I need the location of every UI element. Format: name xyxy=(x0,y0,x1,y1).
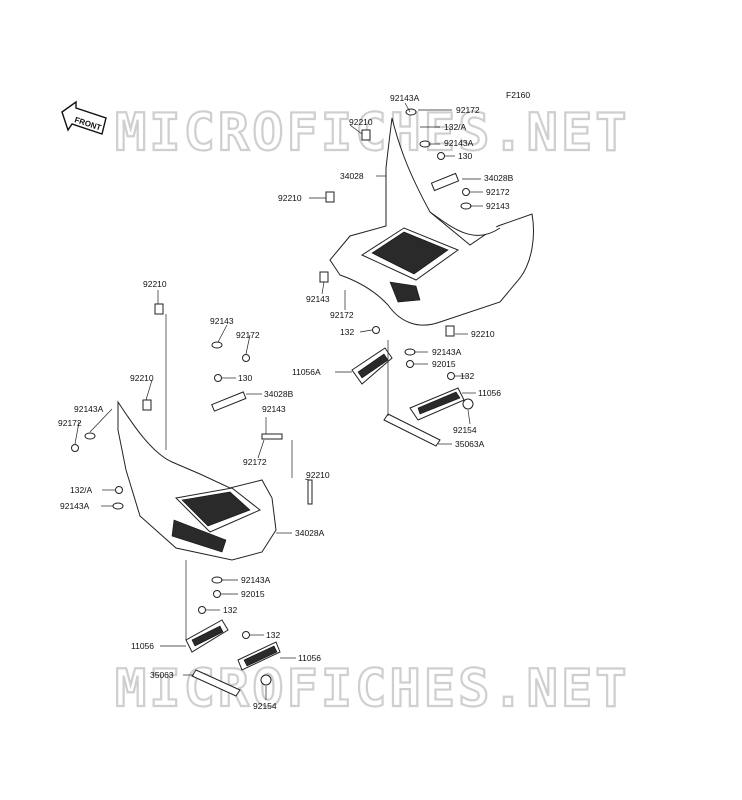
label-l-92143: 92143 xyxy=(210,316,234,326)
label-u-92143-low: 92143 xyxy=(306,294,330,304)
label-u-92143A-right: 92143A xyxy=(432,347,462,357)
screw-u1 xyxy=(462,188,470,196)
label-l-92143A-low: 92143A xyxy=(60,501,90,511)
pad-34028B-l xyxy=(211,391,247,412)
label-u-92210-top: 92210 xyxy=(349,117,373,127)
label-l-132-b: 132 xyxy=(266,630,280,640)
label-l-34028B: 34028B xyxy=(264,389,294,399)
label-u-92143-mid: 92143 xyxy=(486,201,510,211)
label-l-92210-right: 92210 xyxy=(306,470,330,480)
lower-labels: 92210 92143 92172 92210 130 34028B 92143… xyxy=(58,279,330,711)
washer-l2 xyxy=(84,432,96,440)
label-u-132A: 132/A xyxy=(444,122,467,132)
clip-92210-top xyxy=(361,129,371,141)
label-l-92172-low: 92172 xyxy=(243,457,267,467)
label-u-132-step: 132 xyxy=(460,371,474,381)
leader-lines xyxy=(74,102,483,700)
label-l-11056-b: 11056 xyxy=(298,653,321,663)
washer-l4 xyxy=(211,576,223,584)
front-arrow-icon: FRONT xyxy=(61,100,107,135)
screw-92172-l2 xyxy=(71,444,79,452)
label-l-92154: 92154 xyxy=(253,701,277,711)
washer-l1 xyxy=(211,341,223,349)
watermark-bottom: MICROFICHES.NET xyxy=(115,659,630,719)
bolt-132A-l xyxy=(115,486,123,494)
right-fender-assembly xyxy=(329,117,534,326)
label-u-11056: 11056 xyxy=(478,388,501,398)
label-l-132A: 132/A xyxy=(70,485,93,495)
bolt-132-u2 xyxy=(447,372,455,380)
bolt-92154-u xyxy=(462,398,474,410)
clip-l-92210-mid xyxy=(142,399,152,411)
washer-u1 xyxy=(405,108,417,116)
upper-labels: 92143A 92172 92210 132/A 92143A 130 3402… xyxy=(278,93,514,449)
nut-92015-u xyxy=(406,360,414,368)
label-l-92210-mid: 92210 xyxy=(130,373,154,383)
label-u-92210-mid: 92210 xyxy=(278,193,302,203)
washer-l3 xyxy=(112,502,124,510)
label-l-92172-left: 92172 xyxy=(58,418,82,428)
screw-92172-l xyxy=(242,354,250,362)
label-l-11056-a: 11056 xyxy=(131,641,154,651)
label-u-34028: 34028 xyxy=(340,171,364,181)
label-u-11056A: 11056A xyxy=(292,367,321,377)
label-u-92172-mid: 92172 xyxy=(486,187,510,197)
step-bracket-11056A xyxy=(351,347,393,385)
label-l-132-a: 132 xyxy=(223,605,237,615)
step-bracket-11056 xyxy=(409,387,465,421)
label-u-34028B: 34028B xyxy=(484,173,514,183)
label-l-92143A-bottom: 92143A xyxy=(241,575,271,585)
label-l-92172: 92172 xyxy=(236,330,260,340)
figure-code: F2160 xyxy=(506,90,530,100)
label-l-92143A-left: 92143A xyxy=(74,404,104,414)
clip-92210-right xyxy=(445,325,455,337)
label-u-35063A: 35063A xyxy=(455,439,485,449)
label-u-92154: 92154 xyxy=(453,425,477,435)
bolt-132-l1 xyxy=(198,606,206,614)
left-fender-assembly xyxy=(117,400,277,561)
rivet-92210-l xyxy=(307,479,313,505)
label-u-92143A-top: 92143A xyxy=(390,93,420,103)
bolt-132-u xyxy=(372,326,380,334)
pin-92143-l xyxy=(261,433,283,440)
washer-u4 xyxy=(404,348,416,356)
label-u-92172-low: 92172 xyxy=(330,310,354,320)
strap-35063 xyxy=(191,669,241,697)
label-u-130: 130 xyxy=(458,151,472,161)
label-l-92015: 92015 xyxy=(241,589,265,599)
clip-92210-low xyxy=(319,271,329,283)
watermark-top: MICROFICHES.NET xyxy=(115,103,630,163)
clip-l-92210-top xyxy=(154,303,164,315)
nut-92015-l xyxy=(213,590,221,598)
bolt-130-l xyxy=(214,374,222,382)
washer-u3 xyxy=(460,202,472,210)
label-l-92143-right: 92143 xyxy=(262,404,286,414)
strap-35063A xyxy=(383,413,441,447)
label-l-92210-top: 92210 xyxy=(143,279,167,289)
bolt-130-u xyxy=(437,152,445,160)
step-bracket-11056-a xyxy=(185,619,229,653)
label-u-92210-right: 92210 xyxy=(471,329,495,339)
label-u-92143A-2: 92143A xyxy=(444,138,474,148)
label-l-35063: 35063 xyxy=(150,670,174,680)
label-u-132: 132 xyxy=(340,327,354,337)
label-u-92015: 92015 xyxy=(432,359,456,369)
bolt-132-l2 xyxy=(242,631,250,639)
label-l-34028A: 34028A xyxy=(295,528,325,538)
pad-34028B-u xyxy=(430,172,460,192)
bolt-92154-l xyxy=(260,674,272,686)
label-l-130: 130 xyxy=(238,373,252,383)
label-u-92172-top: 92172 xyxy=(456,105,480,115)
step-bracket-11056-b xyxy=(237,641,281,671)
clip-92210-mid xyxy=(325,191,335,203)
